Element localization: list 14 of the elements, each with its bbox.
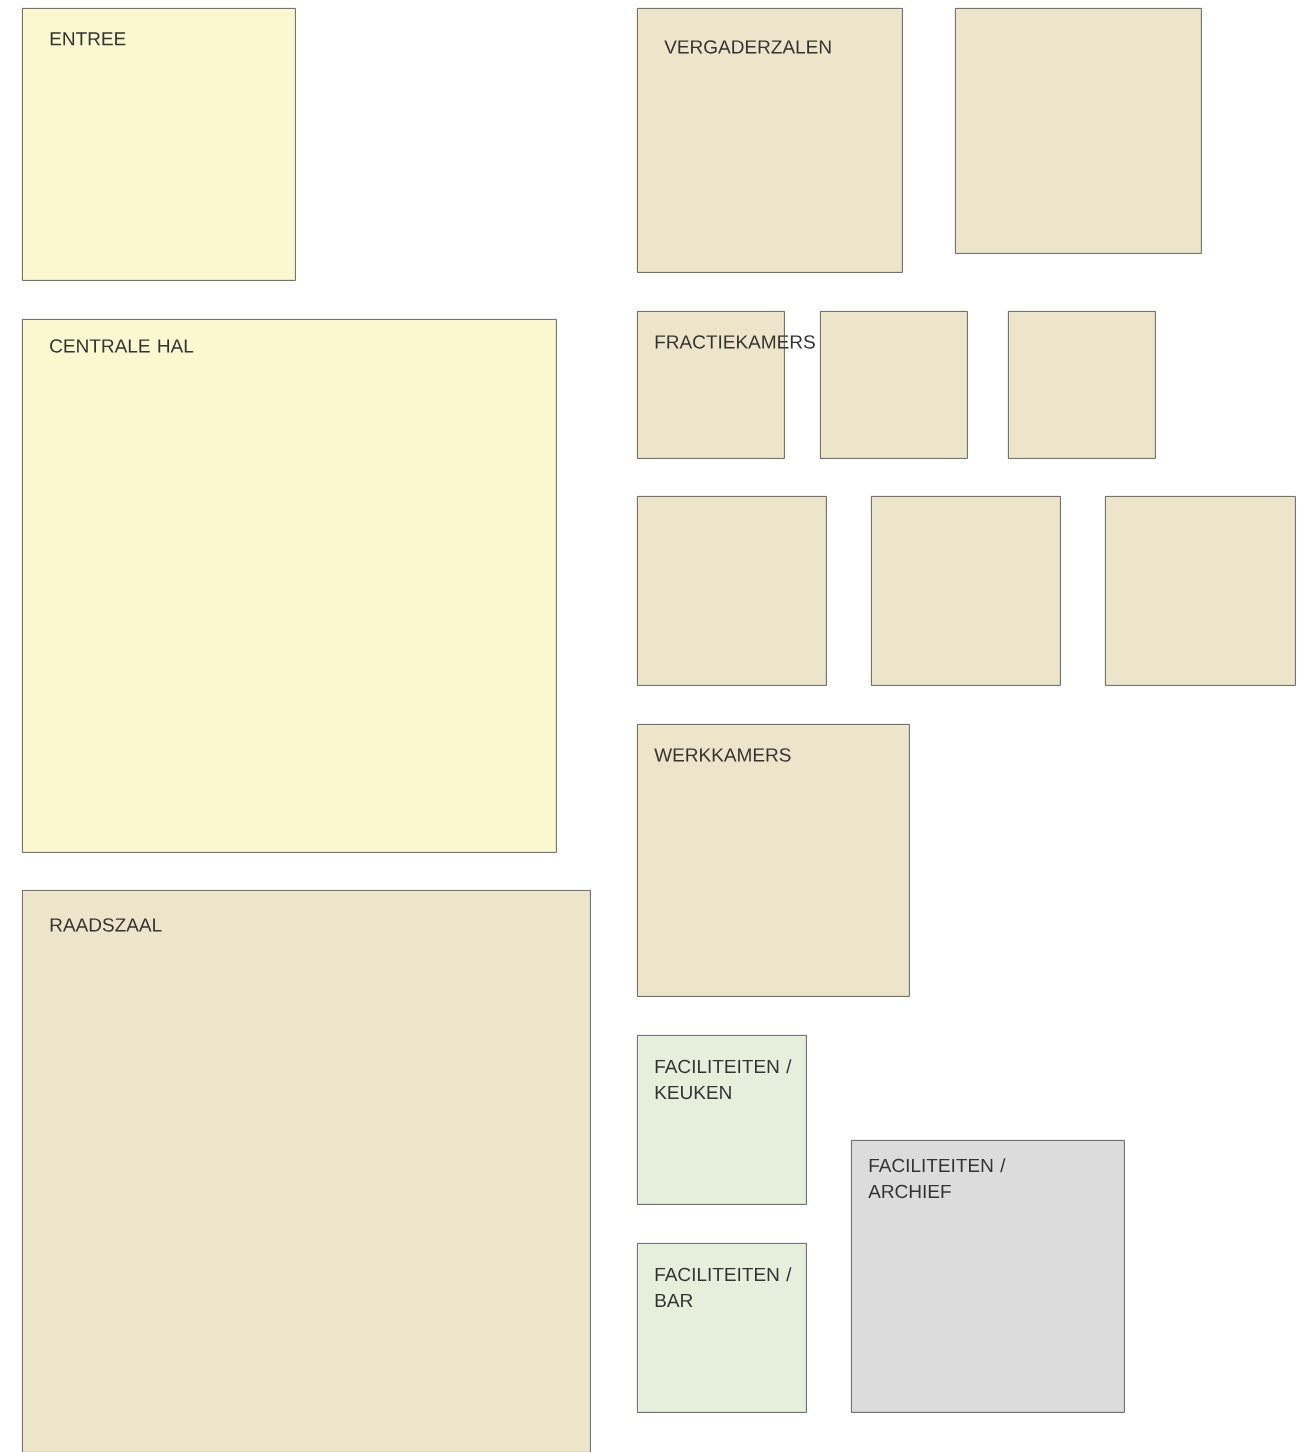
room-box: RAADSZAAL <box>22 890 591 1452</box>
room-box: FACILITEITEN / BAR <box>637 1243 807 1413</box>
room-box <box>1008 311 1156 459</box>
room-box <box>820 311 968 459</box>
room-box: CENTRALE HAL <box>22 319 557 853</box>
room-box: VERGADERZALEN <box>637 8 903 273</box>
room-box <box>871 496 1061 686</box>
room-box: FACILITEITEN / ARCHIEF <box>851 1140 1125 1413</box>
room-box <box>637 496 827 686</box>
room-box <box>1105 496 1296 686</box>
room-box <box>955 8 1202 254</box>
room-box: FACILITEITEN / KEUKEN <box>637 1035 807 1205</box>
room-box: ENTREE <box>22 8 296 281</box>
room-box: WERKKAMERS <box>637 724 910 997</box>
